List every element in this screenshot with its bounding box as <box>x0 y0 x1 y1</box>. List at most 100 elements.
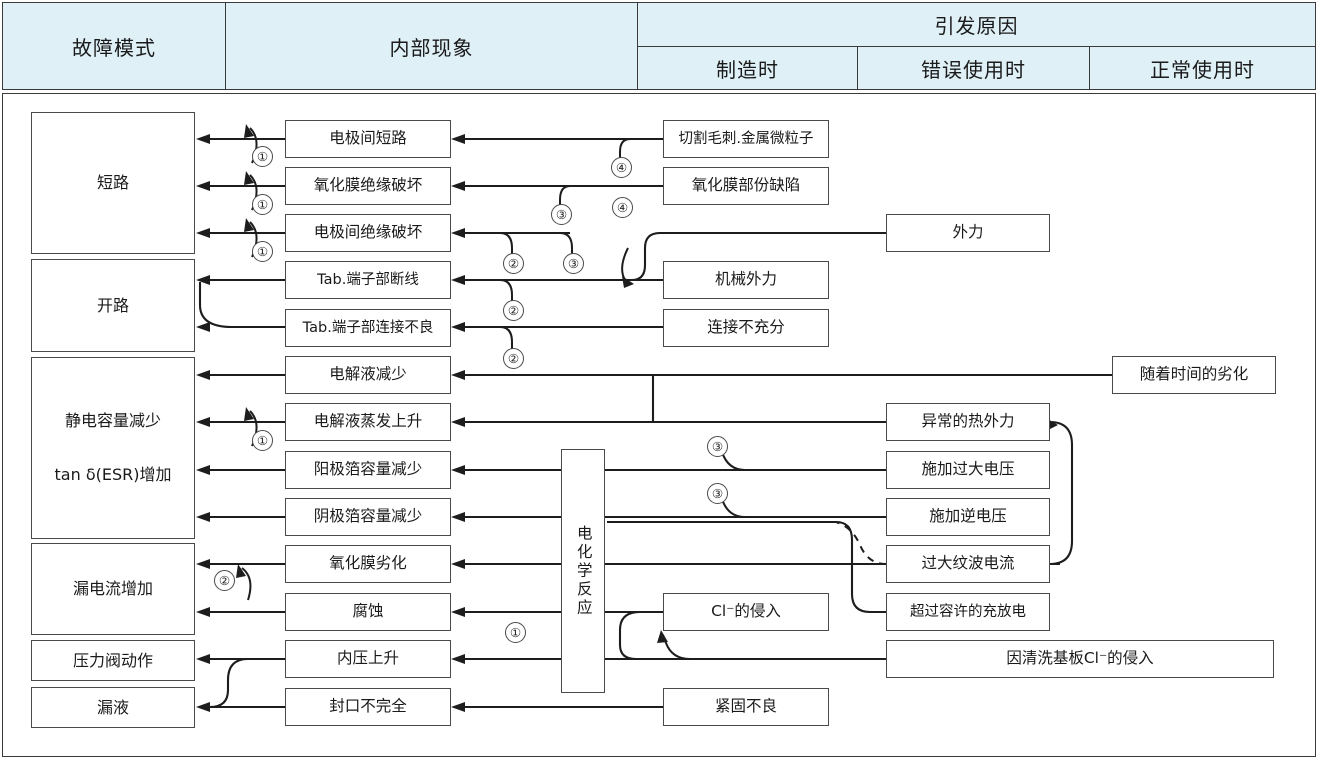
cause-over-limit-charge-discharge[interactable]: 超过容许的充放电 <box>886 593 1050 631</box>
cause-cutting-burr-label: 切割毛刺.金属微粒子 <box>678 130 814 147</box>
header-cause-misuse: 错误使用时 <box>857 46 1090 90</box>
internal-cathode-foil-capacitance-drop[interactable]: 阴极箔容量减少 <box>285 498 451 536</box>
header-failure-mode: 故障模式 <box>2 2 226 90</box>
marker-four-1-label: ④ <box>615 160 628 175</box>
cause-cl-intrusion-board-cleaning-label: 因清洗基板Cl⁻的侵入 <box>1006 649 1154 668</box>
marker-three-3: ③ <box>707 436 728 457</box>
failure-mode-short-circuit[interactable]: 短路 <box>31 112 195 254</box>
cause-reverse-voltage[interactable]: 施加逆电压 <box>886 498 1050 536</box>
cause-abnormal-thermal-force[interactable]: 异常的热外力 <box>886 403 1050 441</box>
cause-excessive-ripple-current-label: 过大纹波电流 <box>921 554 1015 573</box>
internal-oxide-film-degradation-label: 氧化膜劣化 <box>329 554 407 573</box>
internal-electrolyte-decrease-label: 电解液减少 <box>329 365 407 384</box>
cause-oxide-film-partial-defect[interactable]: 氧化膜部份缺陷 <box>663 167 829 205</box>
internal-tab-terminal-bad-connection-label: Tab.端子部连接不良 <box>302 319 434 336</box>
header-internal-phenomena: 内部现象 <box>225 2 638 90</box>
internal-electrolyte-evaporation-label: 电解液蒸发上升 <box>313 412 423 431</box>
marker-one-3-label: ① <box>256 244 269 259</box>
cause-cutting-burr[interactable]: 切割毛刺.金属微粒子 <box>663 120 829 158</box>
failure-mode-leakage-current-label: 漏电流增加 <box>72 579 153 598</box>
internal-corrosion[interactable]: 腐蚀 <box>285 593 451 631</box>
marker-two-1-label: ② <box>507 256 520 271</box>
marker-two-leak: ② <box>214 570 235 591</box>
failure-mode-capacitance-drop-lines: 静电容量减少 tan δ(ESR)增加 <box>55 411 172 485</box>
internal-oxide-film-insulation-break-label: 氧化膜绝缘破坏 <box>313 176 423 195</box>
internal-pressure-rise[interactable]: 内压上升 <box>285 640 451 678</box>
header-cause-manufacturing-label: 制造时 <box>716 57 779 82</box>
internal-incomplete-sealing-label: 封口不完全 <box>329 697 407 716</box>
cause-external-force-label: 外力 <box>952 223 984 242</box>
internal-incomplete-sealing[interactable]: 封口不完全 <box>285 688 451 726</box>
header-failure-mode-label: 故障模式 <box>72 35 156 60</box>
header-cause-manufacturing: 制造时 <box>637 46 858 90</box>
marker-three-4: ③ <box>707 483 728 504</box>
failure-mode-pressure-valve[interactable]: 压力阀动作 <box>31 640 195 681</box>
internal-tab-terminal-bad-connection[interactable]: Tab.端子部连接不良 <box>285 309 451 347</box>
internal-tab-terminal-break[interactable]: Tab.端子部断线 <box>285 261 451 299</box>
marker-two-2-label: ② <box>507 303 520 318</box>
cause-mechanical-external-force-label: 机械外力 <box>714 270 777 289</box>
cause-cl-ion-intrusion[interactable]: Cl⁻的侵入 <box>663 593 829 631</box>
failure-mode-capacitance-drop-line2: tan δ(ESR)增加 <box>54 465 172 484</box>
cause-excessive-voltage[interactable]: 施加过大电压 <box>886 451 1050 489</box>
cause-bad-fastening[interactable]: 紧固不良 <box>663 688 829 726</box>
cause-cl-intrusion-board-cleaning[interactable]: 因清洗基板Cl⁻的侵入 <box>886 640 1274 678</box>
failure-mode-liquid-leak[interactable]: 漏液 <box>31 687 195 728</box>
cause-over-limit-charge-discharge-label: 超过容许的充放电 <box>910 603 1026 620</box>
marker-one-5-label: ① <box>509 625 522 640</box>
failure-mode-capacitance-drop[interactable]: 静电容量减少 tan δ(ESR)增加 <box>31 357 195 539</box>
internal-inter-electrode-short-label: 电极间短路 <box>329 129 407 148</box>
marker-three-4-label: ③ <box>711 486 724 501</box>
marker-three-2-label: ③ <box>567 256 580 271</box>
cause-abnormal-thermal-force-label: 异常的热外力 <box>921 412 1015 431</box>
marker-four-2-label: ④ <box>616 200 629 215</box>
cause-bad-fastening-label: 紧固不良 <box>714 697 777 716</box>
marker-two-1: ② <box>503 253 524 274</box>
failure-mode-liquid-leak-label: 漏液 <box>96 697 129 717</box>
cause-excessive-ripple-current[interactable]: 过大纹波电流 <box>886 545 1050 583</box>
marker-two-3: ② <box>503 348 524 369</box>
marker-two-3-label: ② <box>507 351 520 366</box>
cause-reverse-voltage-label: 施加逆电压 <box>929 507 1007 526</box>
internal-oxide-film-degradation[interactable]: 氧化膜劣化 <box>285 545 451 583</box>
internal-corrosion-label: 腐蚀 <box>352 602 384 621</box>
cause-oxide-film-partial-defect-label: 氧化膜部份缺陷 <box>691 176 801 195</box>
marker-one-3: ① <box>252 241 273 262</box>
cause-insufficient-connection[interactable]: 连接不充分 <box>663 309 829 347</box>
electrochemical-reaction-label: 电化学反应 <box>574 524 593 618</box>
failure-mode-leakage-current[interactable]: 漏电流增加 <box>31 543 195 635</box>
failure-mode-open-circuit-label: 开路 <box>96 295 129 315</box>
marker-one-2: ① <box>252 194 273 215</box>
internal-anode-foil-capacitance-drop[interactable]: 阳极箔容量减少 <box>285 451 451 489</box>
marker-two-2: ② <box>503 300 524 321</box>
cause-time-degradation[interactable]: 随着时间的劣化 <box>1112 356 1276 394</box>
failure-mode-open-circuit[interactable]: 开路 <box>31 259 195 352</box>
failure-mode-capacitance-drop-line1: 静电容量减少 <box>64 411 161 430</box>
marker-three-1: ③ <box>551 204 572 225</box>
marker-four-2: ④ <box>612 197 633 218</box>
marker-one-2-label: ① <box>256 197 269 212</box>
electrochemical-reaction-box[interactable]: 电化学反应 <box>561 449 605 693</box>
marker-three-3-label: ③ <box>711 439 724 454</box>
header-causes: 引发原因 <box>637 2 1316 47</box>
internal-pressure-rise-label: 内压上升 <box>336 649 399 668</box>
internal-electrolyte-decrease[interactable]: 电解液减少 <box>285 356 451 394</box>
marker-one-4-label: ① <box>256 433 269 448</box>
cause-excessive-voltage-label: 施加过大电压 <box>921 460 1015 479</box>
internal-electrolyte-evaporation[interactable]: 电解液蒸发上升 <box>285 403 451 441</box>
internal-cathode-foil-capacitance-drop-label: 阴极箔容量减少 <box>313 507 423 526</box>
marker-one-4: ① <box>252 430 273 451</box>
cause-mechanical-external-force[interactable]: 机械外力 <box>663 261 829 299</box>
cause-insufficient-connection-label: 连接不充分 <box>707 318 785 337</box>
internal-oxide-film-insulation-break[interactable]: 氧化膜绝缘破坏 <box>285 167 451 205</box>
marker-two-leak-label: ② <box>218 573 231 588</box>
failure-mode-short-circuit-label: 短路 <box>96 173 129 192</box>
marker-one-1: ① <box>252 146 273 167</box>
internal-tab-terminal-break-label: Tab.端子部断线 <box>317 271 419 288</box>
failure-mode-pressure-valve-label: 压力阀动作 <box>72 650 153 670</box>
internal-inter-electrode-short[interactable]: 电极间短路 <box>285 120 451 158</box>
marker-three-2: ③ <box>563 253 584 274</box>
internal-inter-electrode-insulation-break[interactable]: 电极间绝缘破坏 <box>285 214 451 252</box>
cause-external-force[interactable]: 外力 <box>886 214 1050 252</box>
